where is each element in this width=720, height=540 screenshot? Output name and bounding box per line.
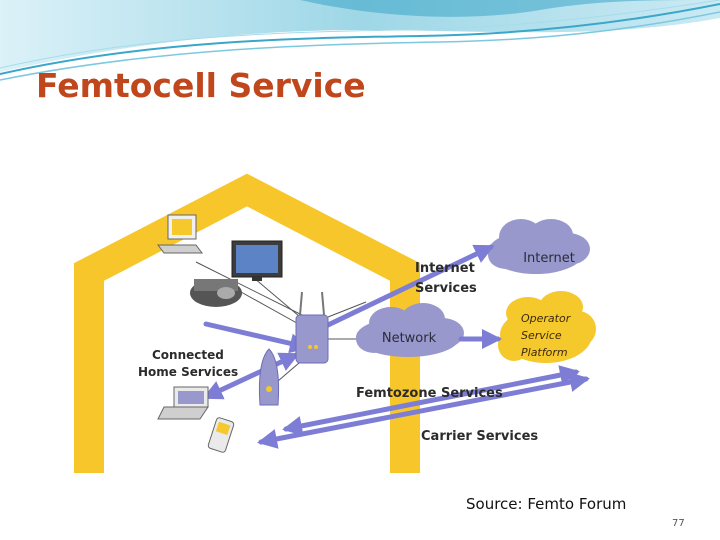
access-point-icon [258,348,280,406]
operator-label-line2: Service [521,329,562,342]
header-swoosh [0,0,720,81]
slide-title: Femtocell Service [36,66,366,105]
desktop-computer-icon [157,214,203,254]
connected-home-arrow [203,321,310,354]
internet-arrow [325,244,495,328]
service-arrows [202,244,590,449]
internet-services-line2: Services [415,281,477,296]
network-cloud-label: Network [382,331,437,346]
operator-cloud: Operator Service Platform [498,291,596,363]
carrier-services-label: Carrier Services [421,429,538,444]
source-citation: Source: Femto Forum [466,495,627,513]
network-cloud: Network [356,303,464,357]
mobile-phone-icon [207,417,235,453]
internet-services-line1: Internet [415,261,475,276]
femtozone-services-label: Femtozone Services [356,386,503,401]
media-player-icon [190,279,242,307]
femtocell-router-icon [295,291,329,364]
operator-label-line3: Platform [521,346,568,359]
internet-cloud: Internet [488,219,590,274]
connected-home-arrow-2 [202,352,300,400]
operator-label-line1: Operator [521,312,572,325]
connected-home-line2: Home Services [138,365,238,379]
house-outline [74,173,420,473]
carrier-arrow [257,372,590,449]
page-number: 77 [672,518,685,529]
laptop-icon [157,386,209,420]
internet-cloud-label: Internet [523,251,575,266]
femtocell-diagram: Internet Network Operator Service Platfo… [74,173,596,473]
television-icon [231,240,283,281]
connected-home-line1: Connected [152,348,224,362]
